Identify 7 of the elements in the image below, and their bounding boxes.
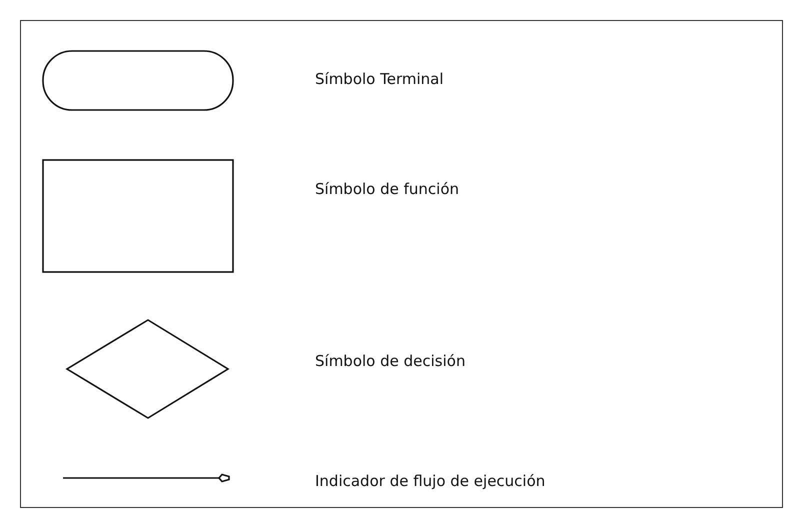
legend-label: Indicador de flujo de ejecución	[315, 472, 546, 490]
legend-label: Símbolo de decisión	[315, 352, 466, 370]
legend-label: Símbolo de función	[315, 180, 460, 198]
terminal-symbol	[42, 50, 234, 111]
legend-label: Símbolo Terminal	[315, 70, 444, 88]
decision-symbol	[65, 319, 230, 419]
process-symbol	[42, 159, 234, 273]
